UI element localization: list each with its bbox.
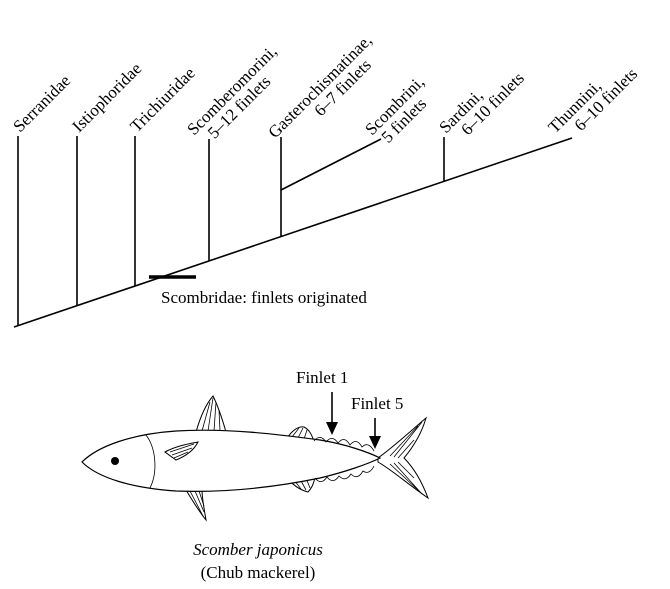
chub-mackerel-drawing: Finlet 1 Finlet 5 <box>82 368 428 520</box>
species-name: Scomber japonicus <box>193 540 323 559</box>
branch-scombrini <box>281 139 381 190</box>
caudal-fin <box>378 418 428 498</box>
taxon-label-thunnini: Thunnini, 6–10 finlets <box>544 52 641 149</box>
taxon-label-sardini: Sardini, 6–10 finlets <box>435 56 527 148</box>
taxon-labels: Serranidae Istiophoridae Trichiuridae Sc… <box>9 28 641 154</box>
finlet-1-label: Finlet 1 <box>296 368 348 387</box>
first-dorsal-fin <box>196 396 226 432</box>
taxon-label-scombrini: Scombrini, 5 finlets <box>361 69 443 151</box>
common-name: (Chub mackerel) <box>201 563 316 582</box>
finlet-1-arrowhead <box>326 422 338 435</box>
scombridae-node-label: Scombridae: finlets originated <box>161 288 367 307</box>
fish-eye <box>111 457 119 465</box>
taxon-label-serranidae: Serranidae <box>9 71 74 136</box>
finlet-5-label: Finlet 5 <box>351 394 403 413</box>
